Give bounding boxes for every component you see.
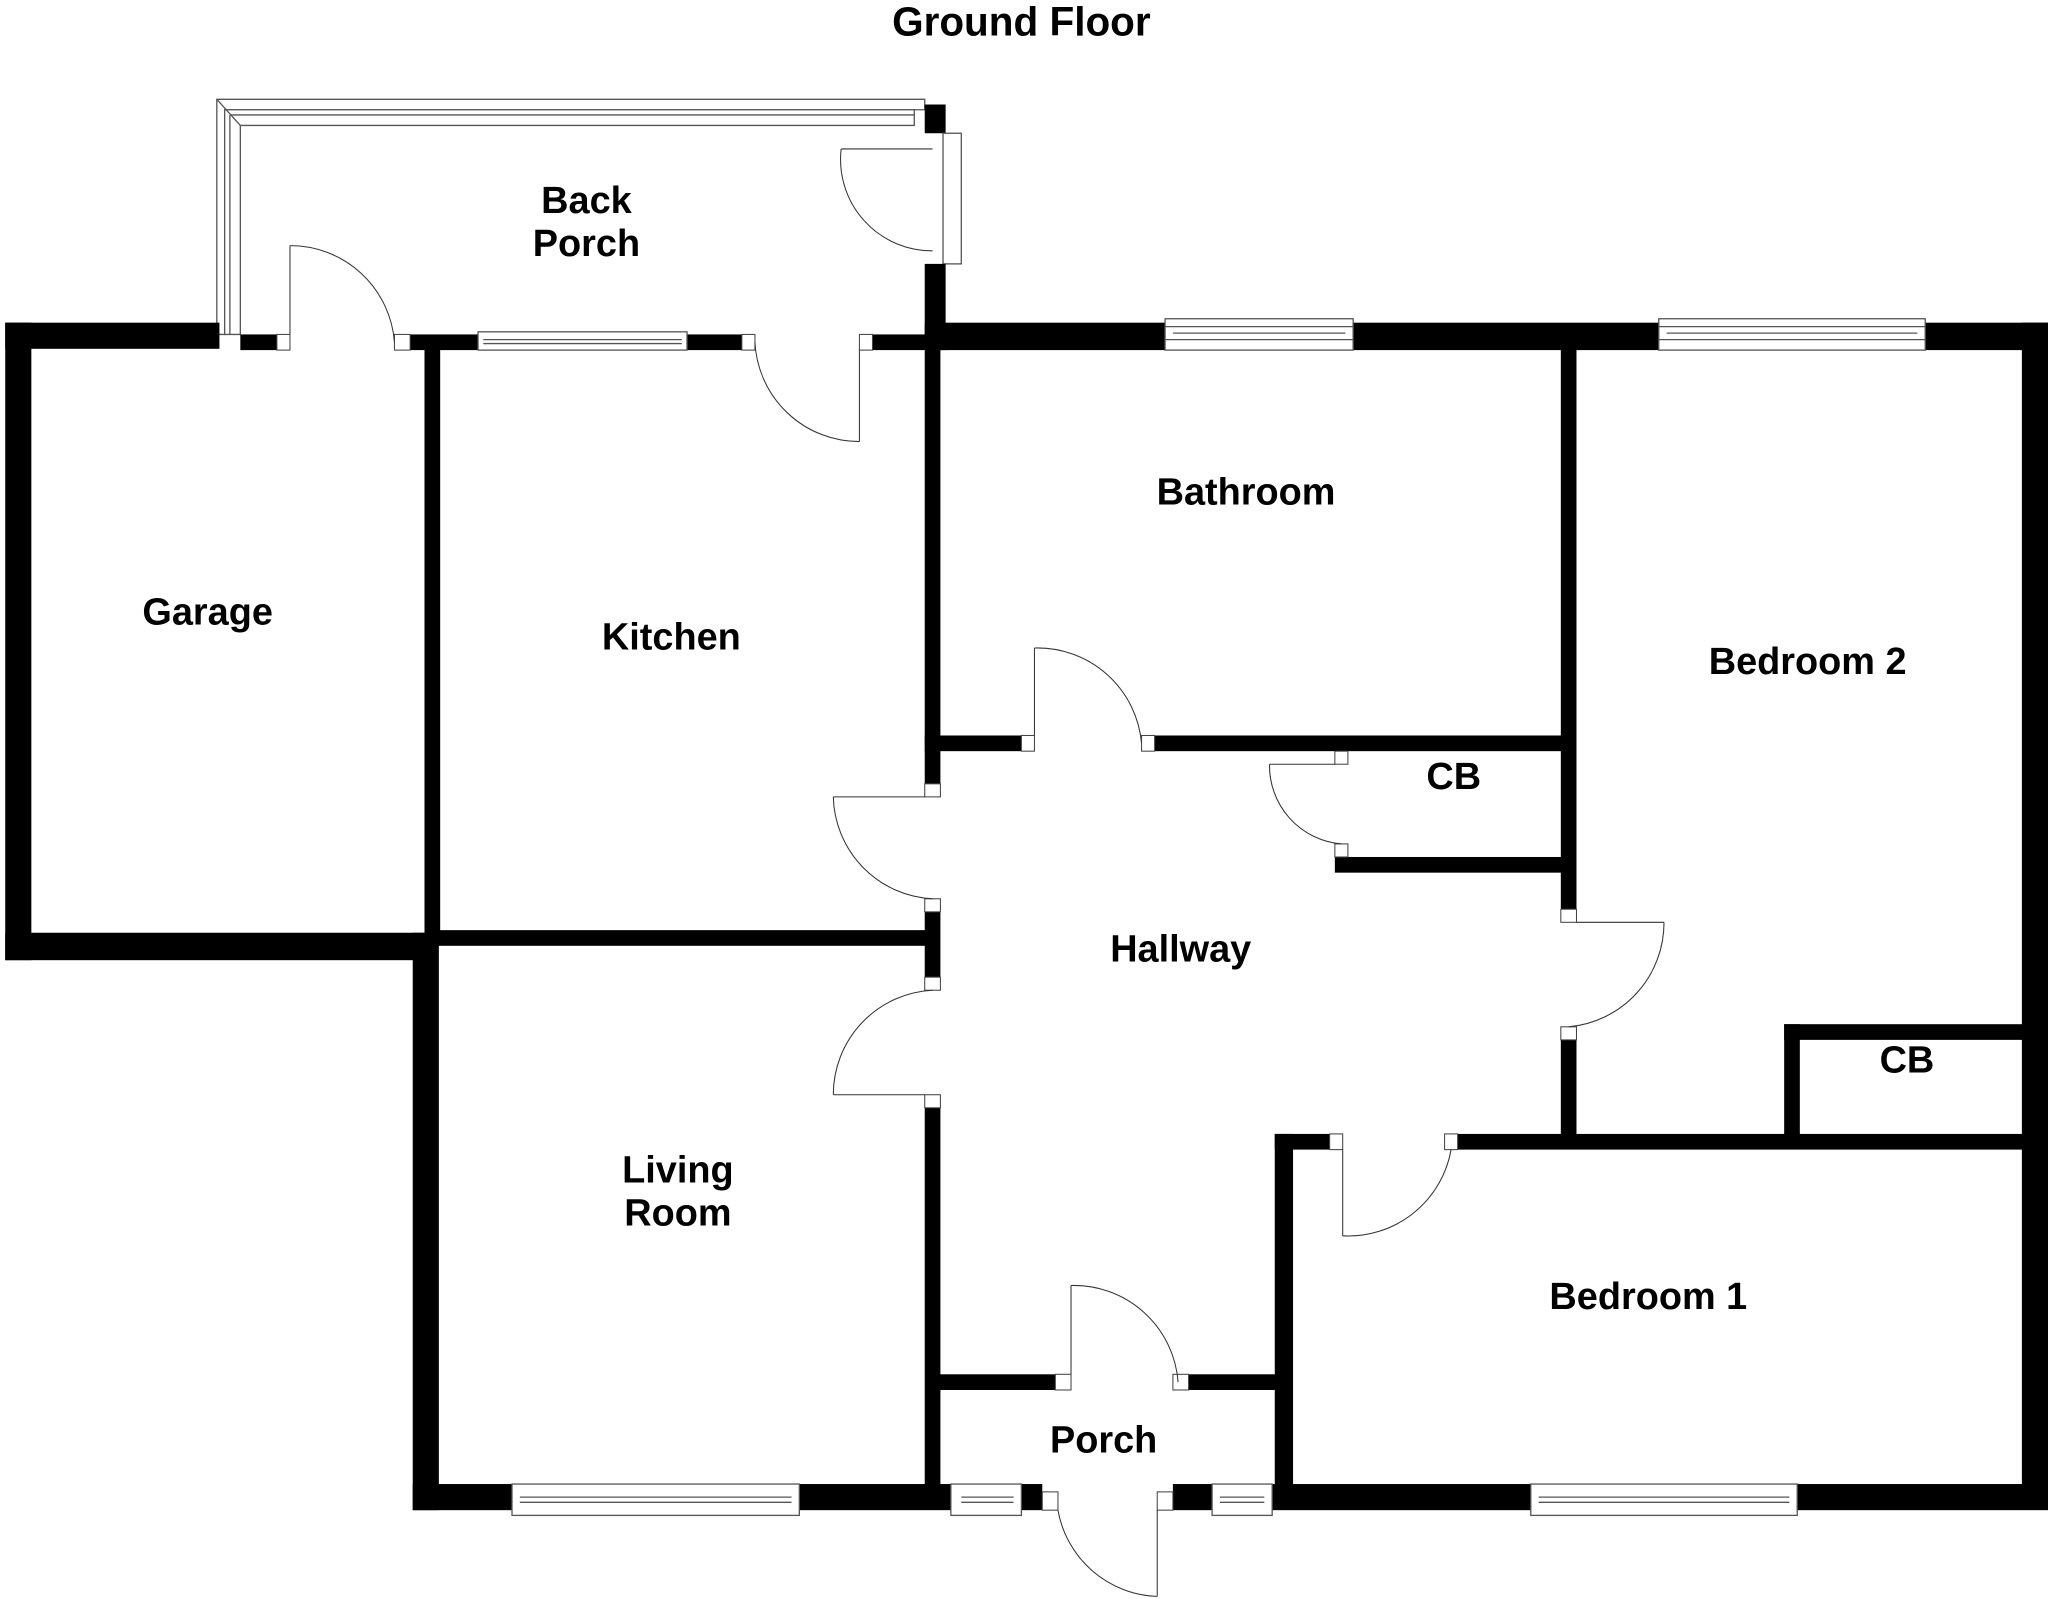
label-hall-cupboard: CB	[1426, 756, 1481, 798]
window-living-room	[511, 1483, 800, 1517]
label-bedroom-1: Bedroom 1	[1549, 1276, 1747, 1318]
label-bathroom: Bathroom	[1157, 471, 1336, 513]
floor-title: Ground Floor	[892, 0, 1151, 44]
room-labels: Back Porch Garage Kitchen Bathroom Bedro…	[142, 180, 1934, 1462]
doors	[276, 148, 1665, 1597]
label-porch: Porch	[1050, 1420, 1157, 1462]
window-bathroom	[1164, 318, 1354, 351]
door-bedroom-1	[1329, 1133, 1459, 1237]
label-back-porch-line2: Porch	[533, 223, 640, 265]
windows	[477, 318, 1926, 1517]
label-living-room-line2: Room	[624, 1192, 731, 1234]
door-backporch-exterior	[840, 148, 933, 252]
window-bedroom-1	[1530, 1483, 1798, 1517]
label-living-room-line1: Living	[622, 1149, 734, 1191]
door-hall-cupboard	[1269, 750, 1349, 858]
door-bathroom	[1020, 647, 1156, 752]
label-bedroom-2: Bedroom 2	[1709, 641, 1907, 683]
door-bedroom-2	[1560, 908, 1665, 1041]
window-kitchen	[477, 331, 688, 351]
door-porch-hallway	[1054, 1284, 1190, 1391]
window-porch-right	[1211, 1483, 1273, 1517]
door-kitchen-backporch	[741, 333, 874, 443]
label-kitchen: Kitchen	[602, 616, 741, 658]
door-front	[1041, 1491, 1174, 1597]
window-porch-left	[950, 1483, 1023, 1517]
interior-walls	[424, 344, 2048, 1487]
label-bedroom-cupboard: CB	[1880, 1040, 1935, 1082]
door-living-hallway	[832, 976, 941, 1109]
label-back-porch-line1: Back	[541, 180, 632, 222]
exterior-walls	[5, 322, 2048, 1511]
label-hallway: Hallway	[1110, 928, 1251, 970]
label-garage: Garage	[142, 591, 273, 633]
door-kitchen-hallway	[832, 783, 941, 913]
door-garage-backporch	[276, 245, 411, 351]
window-bedroom-2	[1658, 318, 1926, 351]
